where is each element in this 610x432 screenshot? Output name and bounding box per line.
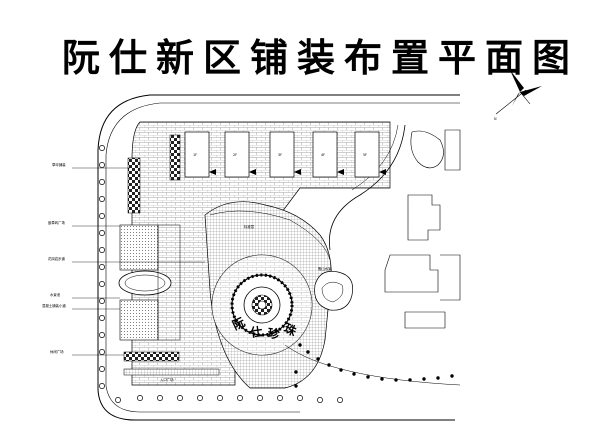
curved-road [328,124,406,251]
building-label-3: 3F [278,153,282,157]
callout-5: 混凝土铺装小道 [42,303,66,308]
lawn-upper [119,224,159,271]
callout-2: 嵌草砖广场 [48,220,66,225]
north-arrow-icon: N [494,70,542,121]
bottom-strip-label: 入口广场 [160,377,174,382]
plaza-char-3: 珍 [267,325,282,342]
rockery-pond [314,270,354,311]
planting-strip-top [169,134,181,181]
building-label-2: 2F [233,153,237,157]
callout-lines [72,167,205,356]
plaza-char-2: 仕 [248,323,263,340]
callout-6: 休闲广场 [50,349,64,354]
callout-3: 花岗岩步道 [48,256,66,261]
inner-boundary [105,102,460,413]
right-buildings [384,129,461,329]
circular-plaza: 阮 仕 珍 珠 [211,254,313,356]
planting-strip [127,157,141,214]
curved-road-edge [351,124,399,191]
svg-text:N: N [494,117,497,121]
bottom-strip [123,368,220,376]
drawing-title: 阮仕新区铺装布置平面图 [62,35,580,80]
center-left-label: 标准层 [244,224,255,229]
right-curved-path [284,344,461,386]
building-label-1: 1F [193,153,197,157]
hatched-strip [123,351,180,362]
callout-1: 草坪铺装 [52,162,66,167]
building-label-5: 5F [363,153,367,157]
site-boundary [97,94,460,421]
lawn-lower [119,299,159,341]
tree-row-bottom [137,395,343,403]
tree-row-left [99,145,121,403]
pond-label: 假山水景 [318,266,332,271]
callout-4: 水景池 [50,292,61,297]
plaza-char-1: 阮 [230,314,247,333]
residential-blocks: 1F 2F 3F 4F 5F [184,131,386,178]
oval-pond [118,270,172,296]
building-label-4: 4F [321,153,325,157]
